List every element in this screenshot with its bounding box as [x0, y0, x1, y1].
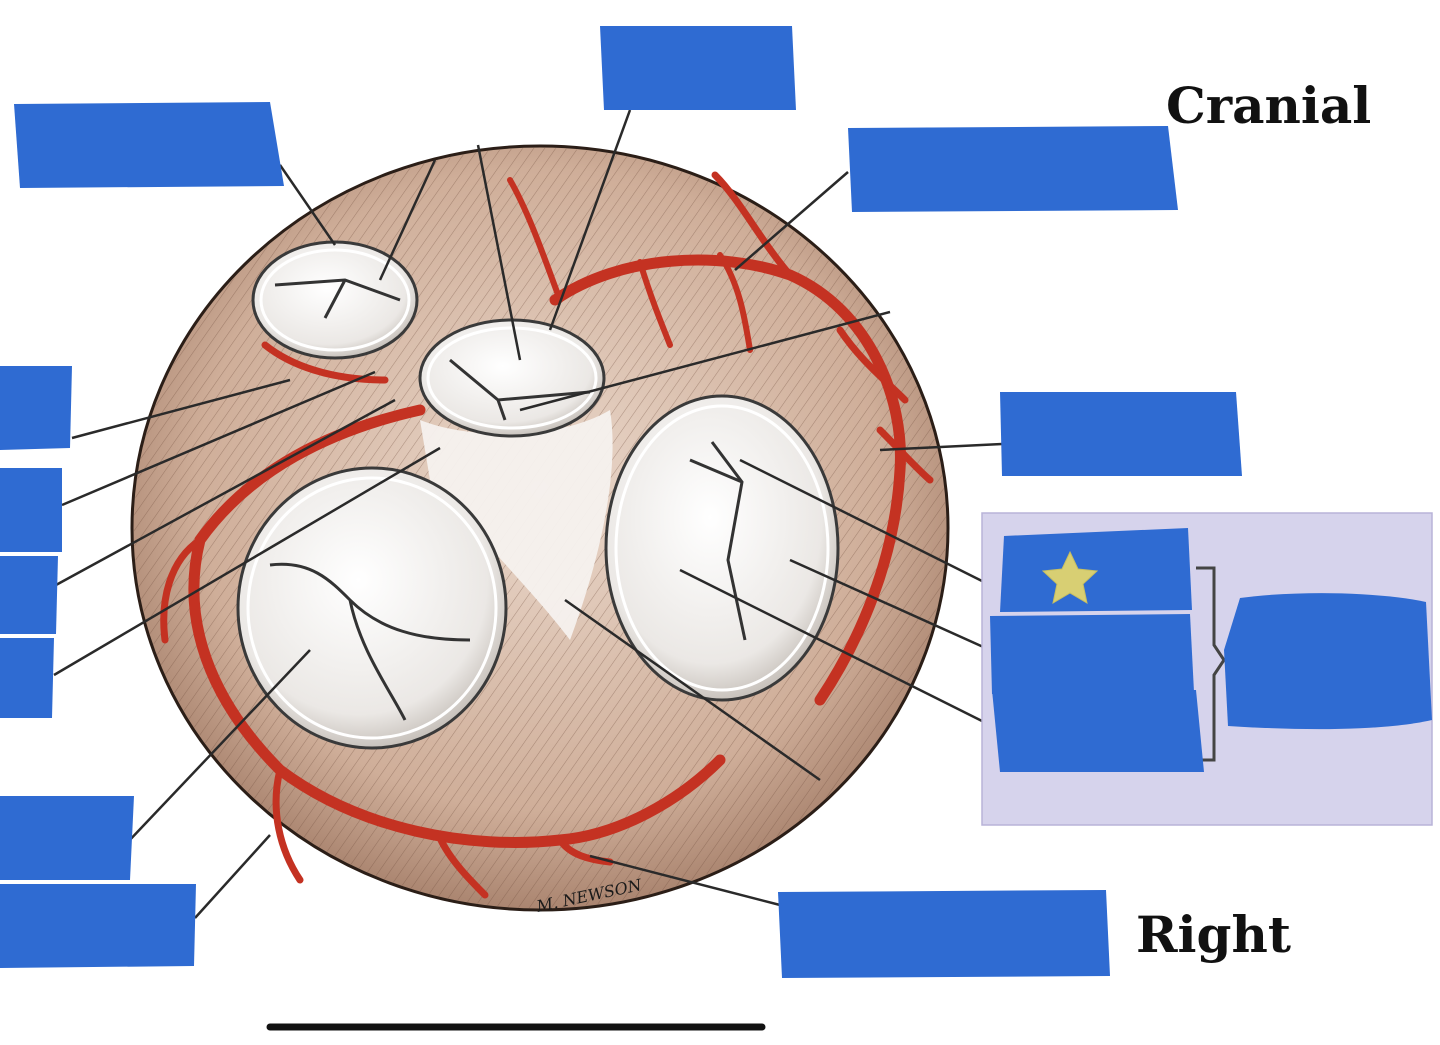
label-mask-panel-bottom[interactable] [992, 690, 1204, 772]
grouping-bracket [1196, 566, 1226, 762]
label-masks [0, 26, 1432, 978]
orientation-label-cranial: Cranial [1166, 76, 1372, 135]
label-mask-bottom-right[interactable] [778, 890, 1110, 978]
label-mask-panel-group[interactable] [1224, 593, 1432, 730]
left-av-valve [236, 466, 508, 750]
label-mask-top-right[interactable] [848, 126, 1178, 212]
orientation-label-right: Right [1136, 905, 1291, 964]
pulmonary-valve [251, 240, 419, 360]
leader-lines [53, 109, 1003, 919]
label-mask-left-2[interactable] [0, 468, 62, 552]
label-mask-top-left[interactable] [14, 102, 284, 188]
star-icon [1041, 550, 1099, 605]
label-mask-panel-middle[interactable] [990, 614, 1194, 694]
circumflex-branch [711, 171, 934, 484]
rca-branches [160, 341, 614, 899]
label-mask-left-5[interactable] [0, 796, 134, 880]
label-mask-left-4[interactable] [0, 638, 54, 718]
artery-top-branches [507, 177, 753, 353]
fibrous-skeleton [420, 410, 613, 640]
label-mask-top-center[interactable] [600, 26, 796, 110]
label-mask-left-6[interactable] [0, 884, 196, 968]
label-mask-left-3[interactable] [0, 556, 58, 634]
right-av-valve [604, 394, 840, 702]
label-mask-left-1[interactable] [0, 366, 72, 450]
aortic-valve [418, 318, 606, 438]
label-mask-right-upper[interactable] [1000, 392, 1242, 476]
label-mask-panel-top[interactable] [1000, 528, 1192, 612]
